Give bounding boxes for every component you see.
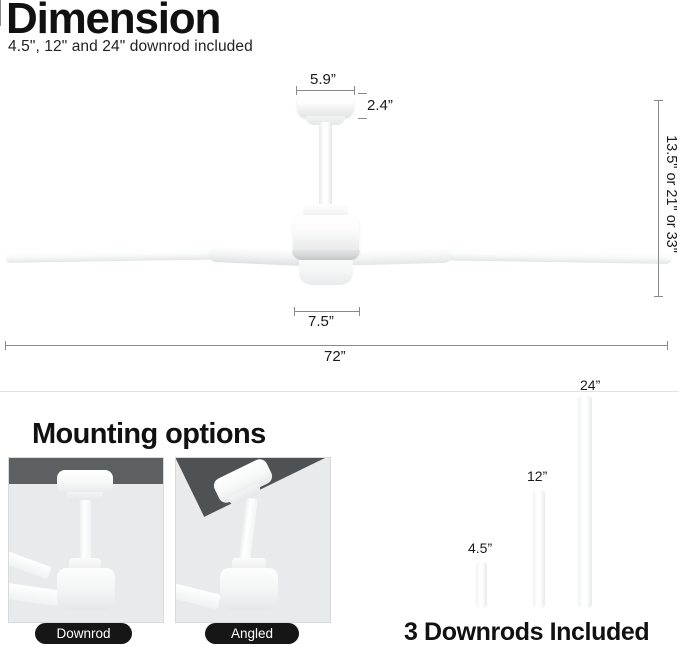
- photo-fan-blade: [176, 581, 221, 610]
- photo-fan-yoke: [69, 558, 101, 570]
- fan-blade-left-far: [5, 248, 235, 263]
- fan-blade-right-near: [352, 247, 452, 266]
- dimension-tick: [296, 86, 297, 95]
- dimension-tick: [5, 341, 6, 350]
- dimension-label-canopy-height: 2.4”: [367, 97, 393, 114]
- fan-downrod: [319, 122, 332, 208]
- dimension-line-canopy-width: [296, 90, 355, 91]
- dimension-tick: [654, 100, 663, 101]
- badge-mounting-downrod: Downrod: [35, 623, 132, 644]
- photo-fan-motor: [220, 568, 278, 610]
- dimension-tick: [358, 118, 367, 119]
- dimension-line-motor-width: [294, 311, 360, 312]
- mounting-photo-angled: [175, 457, 331, 623]
- downrod-label-24in: 24”: [580, 377, 601, 393]
- dimension-line-blade-span: [5, 345, 668, 346]
- dimension-label-motor-width: 7.5”: [308, 313, 334, 330]
- mounting-options-title: Mounting options: [32, 418, 266, 450]
- ceiling-fan-diagram: [0, 60, 679, 320]
- fan-yoke: [303, 204, 348, 218]
- dimension-line-canopy-height: [0, 0, 1, 26]
- photo-fan-canopy: [57, 470, 113, 494]
- fan-canopy-lip: [306, 116, 345, 125]
- fan-motor-band: [292, 250, 360, 260]
- downrod-label-4.5in: 4.5”: [468, 540, 493, 556]
- dimension-label-blade-span: 72”: [324, 348, 346, 365]
- dimension-tick: [667, 341, 668, 350]
- page-title: Dimension: [6, 0, 221, 43]
- badge-mounting-angled: Angled: [205, 623, 299, 644]
- photo-fan-motor: [57, 568, 115, 610]
- dimension-tick: [294, 307, 295, 316]
- photo-fan-blade: [9, 549, 52, 580]
- downrods-included-title: 3 Downrods Included: [404, 618, 650, 646]
- dimension-line-total-height: [658, 100, 659, 297]
- dimension-tick: [654, 296, 663, 297]
- photo-fan-blade: [9, 581, 60, 607]
- photo-fan-downrod: [238, 497, 258, 561]
- photo-fan-yoke: [232, 558, 266, 570]
- photo-fan-collar: [67, 492, 103, 502]
- downrod-stick-24in: [578, 396, 592, 608]
- page-subtitle: 4.5", 12" and 24" downrod included: [8, 38, 253, 55]
- dimension-tick: [358, 93, 367, 94]
- downrod-stick-12in: [533, 490, 545, 608]
- dimension-label-canopy-width: 5.9”: [310, 71, 336, 88]
- photo-fan-downrod: [79, 500, 91, 562]
- downrod-stick-4.5in: [476, 562, 487, 608]
- fan-light-kit: [299, 260, 353, 285]
- section-divider: [0, 391, 679, 392]
- dimension-label-total-height: 13.5" or 21" or 33": [663, 135, 679, 253]
- dimension-tick: [359, 307, 360, 316]
- dimension-tick: [354, 86, 355, 95]
- fan-canopy: [297, 92, 354, 118]
- fan-blade-right-far: [420, 248, 672, 264]
- mounting-photo-downrod: [8, 457, 164, 623]
- downrod-label-12in: 12”: [527, 468, 548, 484]
